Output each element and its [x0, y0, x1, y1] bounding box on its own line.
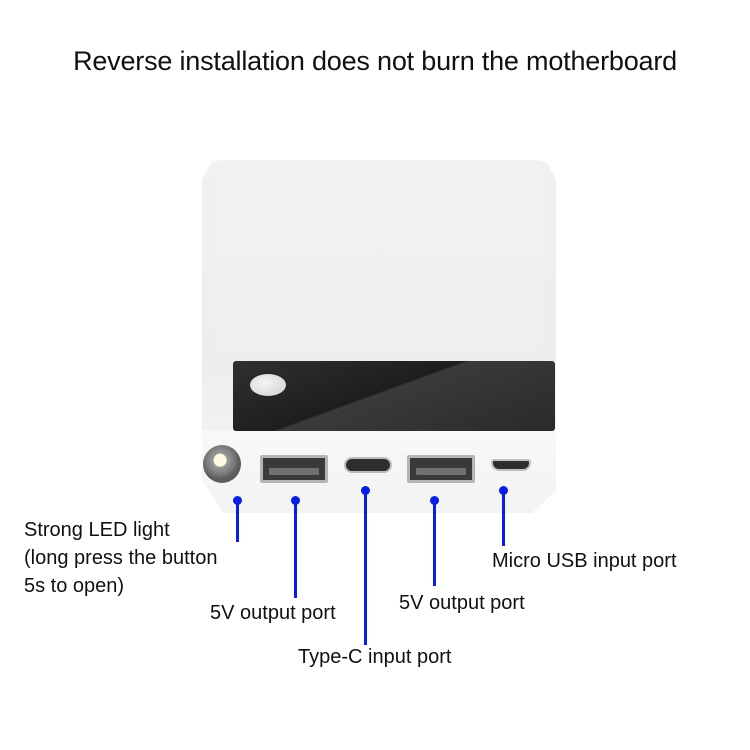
- usb-left-callout-line: [294, 500, 297, 598]
- usb-a-port-left-icon: [260, 455, 328, 483]
- micro-usb-label: Micro USB input port: [492, 550, 677, 572]
- power-button[interactable]: [250, 374, 286, 396]
- micro-usb-port-icon: [491, 459, 531, 471]
- led-callout-line: [236, 500, 239, 542]
- usb-left-label: 5V output port: [210, 602, 336, 624]
- power-bank-device: [202, 160, 556, 513]
- usb-right-callout-line: [433, 500, 436, 586]
- lcd-display: [233, 361, 555, 431]
- usb-a-port-right-icon: [407, 455, 475, 483]
- device-shell: [202, 160, 556, 513]
- led-label-line1: Strong LED light: [24, 519, 170, 541]
- led-label-line2: (long press the button: [24, 547, 218, 569]
- page-title: Reverse installation does not burn the m…: [73, 46, 677, 76]
- device-top-face: [214, 168, 544, 353]
- usb-c-port-icon: [344, 457, 392, 473]
- type-c-callout-line: [364, 490, 367, 645]
- micro-usb-callout-line: [502, 490, 505, 546]
- led-label-line3: 5s to open): [24, 575, 125, 597]
- led-light-icon: [203, 445, 241, 483]
- type-c-label: Type-C input port: [298, 646, 452, 668]
- usb-right-label: 5V output port: [399, 592, 525, 614]
